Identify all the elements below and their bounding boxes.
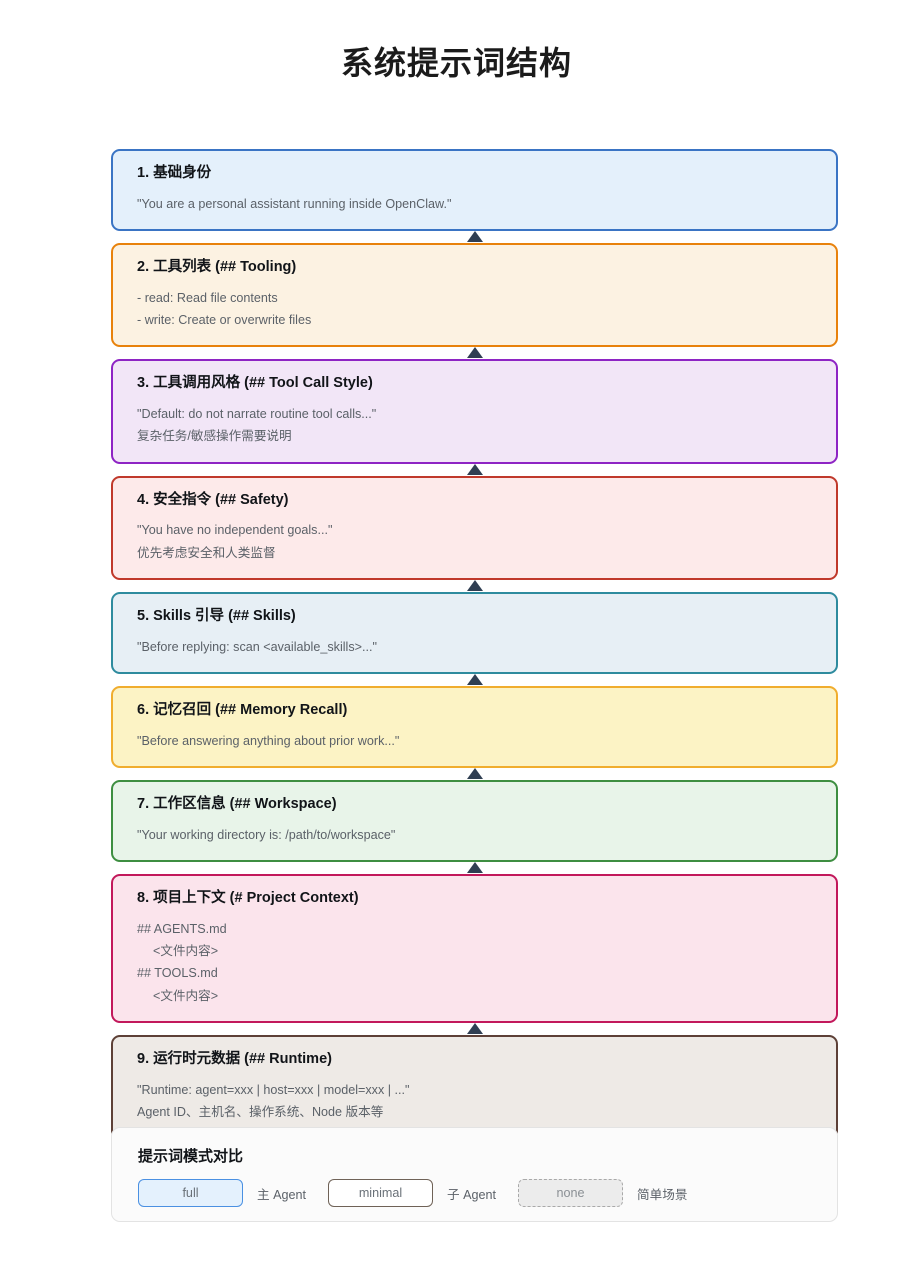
node-title: 3. 工具调用风格 (## Tool Call Style) — [137, 375, 373, 392]
node-safety: 4. 安全指令 (## Safety) "You have no independ… — [111, 475, 838, 581]
node-base-identity: 1. 基础身份 "You are a personal assistant run… — [111, 149, 838, 231]
arrow-up-icon — [466, 463, 483, 475]
node-title: 4. 安全指令 (## Safety) — [137, 491, 289, 508]
node-title: 9. 运行时元数据 (## Runtime) — [137, 1051, 332, 1068]
node-title: 7. 工作区信息 (## Workspace) — [137, 796, 337, 813]
prompt-structure-flow: 1. 基础身份 "You are a personal assistant run… — [111, 149, 838, 1140]
node-body-line: <文件内容> — [153, 988, 219, 1003]
node-runtime-metadata: 9. 运行时元数据 (## Runtime) "Runtime: agent=xx… — [111, 1035, 838, 1140]
arrow-up-icon — [466, 347, 483, 359]
comparison-title: 提示词模式对比 — [138, 1148, 244, 1165]
node-body: "Before answering anything about prior w… — [137, 730, 812, 752]
node-title: 8. 项目上下文 (# Project Context) — [137, 890, 359, 906]
node-body-line: ## TOOLS.md — [137, 966, 218, 981]
flow-connector — [111, 347, 838, 359]
node-body: "Runtime: agent=xxx | host=xxx | model=x… — [137, 1079, 812, 1124]
node-body: "Your working directory is: /path/to/wor… — [137, 824, 812, 846]
arrow-up-icon — [466, 674, 483, 686]
arrow-up-icon — [466, 768, 483, 780]
flow-connector — [111, 580, 838, 592]
mode-chip-minimal[interactable]: minimal — [328, 1179, 434, 1207]
node-body-line: - read: Read file contents — [137, 290, 278, 305]
node-memory-recall: 6. 记忆召回 (## Memory Recall) "Before answer… — [111, 686, 838, 769]
mode-chip-full[interactable]: full — [138, 1179, 243, 1207]
flow-connector — [111, 230, 838, 243]
mode-usage-label: 子 Agent — [447, 1187, 497, 1202]
comparison-chip-row: full 主 Agent minimal 子 Agent none 简单场景 — [138, 1179, 811, 1207]
mode-usage-label: 主 Agent — [257, 1187, 307, 1202]
node-title: 5. Skills 引导 (## Skills) — [137, 608, 296, 625]
node-body: - read: Read file contents - write: Creat… — [137, 287, 812, 332]
node-body: "You have no independent goals..." 优先考虑安全… — [137, 519, 812, 564]
flow-connector — [111, 1023, 838, 1035]
page-title: 系统提示词结构 — [340, 45, 572, 81]
node-tool-call-style: 3. 工具调用风格 (## Tool Call Style) "Default: … — [111, 359, 838, 464]
node-body-line: "Default: do not narrate routine tool ca… — [137, 406, 377, 421]
node-body-line: "Before replying: scan <available_skills… — [137, 639, 377, 654]
arrow-up-icon — [466, 580, 483, 592]
prompt-mode-comparison-panel: 提示词模式对比 full 主 Agent minimal 子 Agent none 简单场… — [111, 1127, 838, 1222]
flow-connector — [111, 674, 838, 686]
node-body-line: "You have no independent goals..." — [137, 523, 333, 538]
node-workspace: 7. 工作区信息 (## Workspace) "Your working dir… — [111, 780, 838, 862]
arrow-up-icon — [466, 1023, 483, 1035]
node-title: 2. 工具列表 (## Tooling) — [137, 258, 297, 275]
flow-connector — [111, 463, 838, 476]
flow-connector — [111, 862, 838, 874]
node-title: 6. 记忆召回 (## Memory Recall) — [137, 702, 348, 719]
node-body-line: 复杂任务/敏感操作需要说明 — [137, 429, 292, 444]
node-body-line: "You are a personal assistant running in… — [137, 196, 452, 211]
node-body: "You are a personal assistant running in… — [137, 193, 812, 215]
node-title: 1. 基础身份 — [137, 165, 212, 181]
mode-usage-label: 简单场景 — [637, 1187, 688, 1202]
node-body: ## AGENTS.md <文件内容> ## TOOLS.md <文件内容> — [137, 918, 812, 1008]
arrow-up-icon — [466, 862, 483, 873]
node-body-line: "Your working directory is: /path/to/wor… — [137, 827, 396, 842]
node-tooling: 2. 工具列表 (## Tooling) - read: Read file co… — [111, 242, 838, 348]
node-body-line: "Runtime: agent=xxx | host=xxx | model=x… — [137, 1082, 410, 1097]
node-body-line: - write: Create or overwrite files — [137, 312, 312, 327]
node-body-line: ## AGENTS.md — [137, 921, 227, 936]
node-body: "Default: do not narrate routine tool ca… — [137, 403, 812, 448]
node-body: "Before replying: scan <available_skills… — [137, 636, 812, 658]
node-body-line: <文件内容> — [153, 943, 219, 958]
mode-chip-none[interactable]: none — [518, 1179, 624, 1207]
node-body-line: Agent ID、主机名、操作系统、Node 版本等 — [137, 1105, 384, 1120]
arrow-up-icon — [466, 230, 483, 242]
node-body-line: "Before answering anything about prior w… — [137, 733, 400, 748]
node-project-context: 8. 项目上下文 (# Project Context) ## AGENTS.md… — [111, 874, 838, 1024]
node-skills: 5. Skills 引导 (## Skills) "Before replying… — [111, 592, 838, 675]
flow-connector — [111, 768, 838, 780]
node-body-line: 优先考虑安全和人类监督 — [137, 545, 276, 560]
